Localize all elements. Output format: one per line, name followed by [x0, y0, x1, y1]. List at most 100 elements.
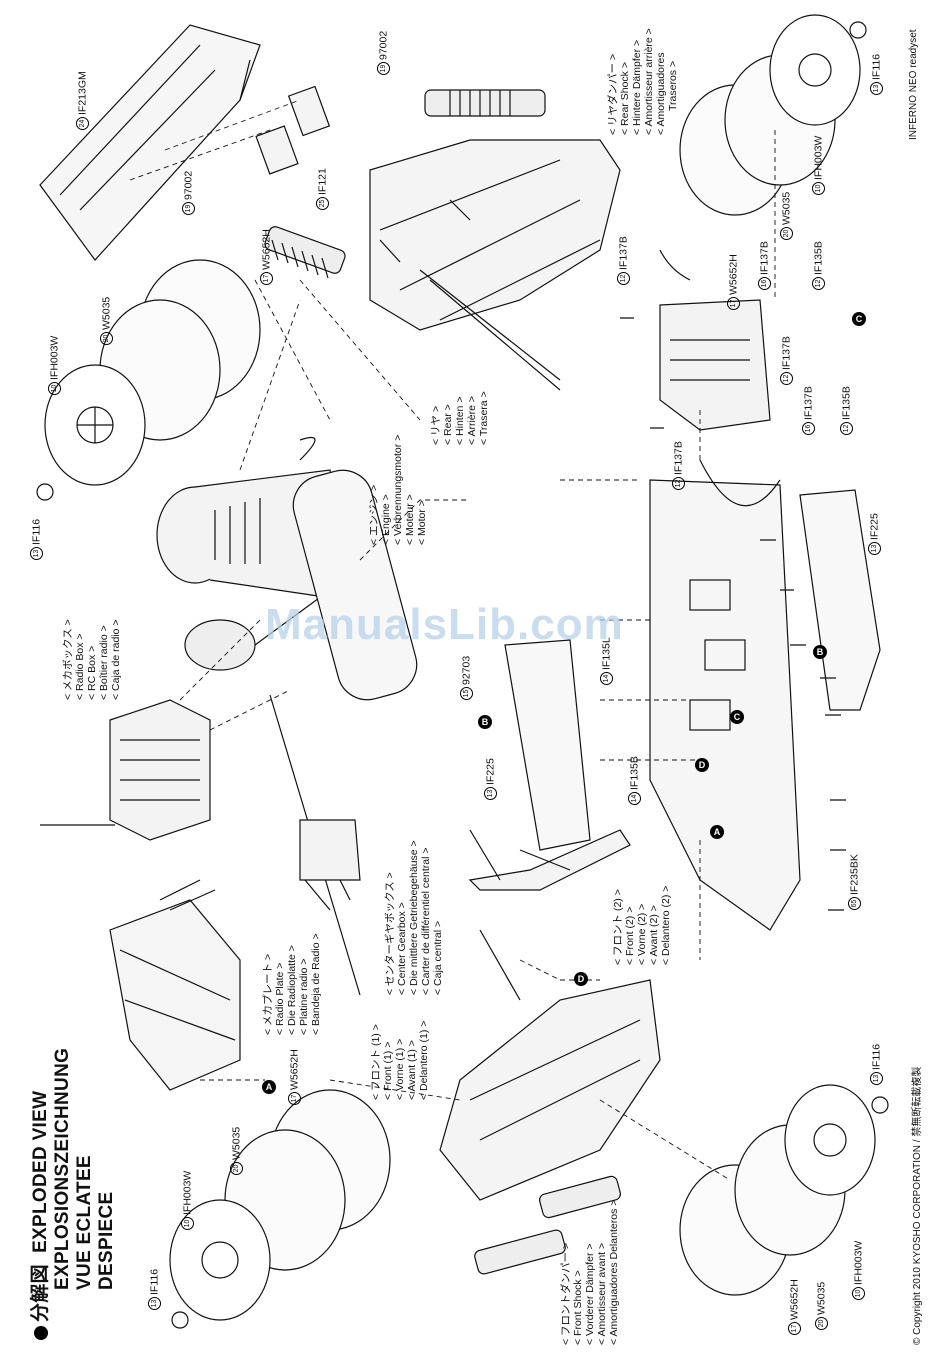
part-number: 10: [812, 182, 825, 195]
label-line: < Center Gearbox >: [396, 902, 408, 995]
part-callout: 10IFH003W: [852, 1241, 865, 1300]
part-callout: 12IF137B: [672, 441, 685, 490]
label-line: < Radio Plate >: [274, 962, 286, 1035]
part-code: IF213GM: [76, 71, 89, 115]
screws: [620, 317, 846, 911]
label-line: < Die mittlere Getriebegehäuse >: [408, 840, 420, 995]
connector-letter: B: [813, 645, 827, 659]
label-line: < Avant (1) >: [406, 1040, 418, 1100]
label-line: < Engine >: [380, 494, 392, 545]
label-line: < Verbrennungsmotor >: [392, 434, 404, 545]
part-code: IF116: [148, 1268, 161, 1295]
title-bullet-icon: [33, 1326, 48, 1340]
part-code: W5035: [780, 191, 793, 225]
label-line: < Rear >: [442, 404, 454, 445]
part-code: IF235BK: [848, 854, 861, 895]
part-code: IF137B: [672, 441, 685, 475]
center-gearbox: [269, 694, 361, 996]
label-line: < Arrière >: [466, 395, 478, 445]
label-line: < Front Shock >: [572, 1270, 584, 1345]
part-code: IFH003W: [812, 135, 825, 180]
part-code: IF137B: [617, 236, 630, 270]
part-code: IF137B: [780, 336, 793, 370]
side-guard-right: [799, 489, 881, 711]
part-callout: 25IF121: [316, 168, 329, 210]
part-code: IF135B: [812, 241, 825, 275]
label-line: < Amortiguadores: [655, 52, 667, 135]
label-line: < Front (2) >: [624, 906, 636, 965]
part-callout: 24IF213GM: [76, 71, 89, 130]
part-code: W5652H: [288, 1049, 301, 1090]
label-line: < Platine radio >: [298, 958, 310, 1035]
label-line: < Caja de radio >: [110, 619, 122, 700]
connector-letter: D: [695, 758, 709, 772]
copyright: © Copyright 2010 KYOSHO CORPORATION / 禁無…: [912, 1066, 923, 1345]
label-line: < センターギヤボックス >: [384, 872, 396, 995]
label-front-shock: < フロントダンパー > < Front Shock > < Vorderer …: [560, 1200, 620, 1345]
part-number: 13: [870, 82, 883, 95]
label-line: < Vorne (2) >: [636, 903, 648, 965]
part-callout: 1997002: [182, 171, 195, 215]
part-number: 13: [484, 787, 497, 800]
title-de: EXPLOSIONSZEICHNUNG: [52, 1047, 73, 1290]
radio-box: [40, 699, 211, 841]
label-front-2: < フロント (2) > < Front (2) > < Vorne (2) >…: [612, 886, 672, 965]
engine: [156, 436, 418, 701]
label-rear: < リヤ > < Rear > < Hinten > < Arrière > <…: [430, 391, 490, 445]
part-callout: 13IF225: [868, 513, 881, 555]
part-callout: 1592703: [460, 656, 473, 700]
part-callout: 13 IF116: [148, 1269, 161, 1310]
part-number: 20: [780, 227, 793, 240]
tire-rear-left: [36, 259, 261, 501]
part-code: W5035: [100, 296, 113, 330]
part-callout: 17W5652H: [260, 229, 273, 285]
part-callout: 20W5035: [230, 1127, 243, 1175]
page-title: 分解図 EXPLODED VIEW EXPLOSIONSZEICHNUNG VU…: [30, 1048, 118, 1340]
part-number: 16: [802, 422, 815, 435]
label-line: < Moteur >: [404, 494, 416, 545]
part-number: 13: [148, 1297, 161, 1310]
label-line: < Boîtier radio >: [98, 625, 110, 700]
part-number: 16: [758, 277, 771, 290]
label-line: < Hintere Dämpfer >: [631, 39, 643, 135]
part-callout: 20W5035: [815, 1282, 828, 1330]
part-code: IF137B: [802, 386, 815, 420]
side-guard-left: [504, 639, 591, 851]
label-radio-box: < メカボックス > < Radio Box > < RC Box > < Bo…: [62, 619, 122, 700]
part-number: 65: [848, 897, 861, 910]
rear-wing: [39, 24, 261, 261]
label-line: < Motor >: [416, 500, 428, 545]
front-suspension-lower: [439, 979, 661, 1201]
watermark: ManualsLib.com: [265, 600, 624, 649]
label-line: < Carter de différentiel central >: [420, 847, 432, 995]
rear-shock-right: [424, 89, 546, 117]
part-code: W5035: [230, 1126, 243, 1160]
rear-suspension: [369, 139, 621, 391]
part-number: 15: [460, 687, 473, 700]
part-callout: 10IFH003W: [48, 336, 61, 395]
part-number: 17: [260, 272, 273, 285]
part-code: IF137B: [758, 241, 771, 275]
title-jp-line: 分解図 EXPLODED VIEW: [30, 1048, 52, 1340]
label-line: < メカプレート >: [262, 953, 274, 1035]
part-callout: 20 W5035: [780, 192, 793, 240]
part-number: 12: [812, 277, 825, 290]
wing-mount: [255, 85, 331, 175]
part-number: 14: [628, 792, 641, 805]
label-line: < Caja central >: [432, 920, 444, 995]
front-shock: [474, 1175, 621, 1275]
connector-letter: C: [852, 312, 866, 326]
part-number: 10: [852, 1287, 865, 1300]
label-line: < Radio Box >: [74, 633, 86, 700]
connector-letter: A: [710, 825, 724, 839]
part-number: 25: [316, 197, 329, 210]
part-code: IF135B: [628, 756, 641, 790]
label-rear-shock: < リヤダンパー > < Rear Shock > < Hintere Dämp…: [607, 28, 679, 135]
part-callout: 14 IF135B: [628, 756, 641, 805]
label-line: < Amortiguadores Delanteros >: [608, 1199, 620, 1345]
rear-shock-left: [264, 226, 346, 279]
part-callout: 16 IF137B: [802, 386, 815, 435]
part-number: 20: [100, 332, 113, 345]
connector-letter: A: [262, 1080, 276, 1094]
label-line: < Amortisseur arrière >: [643, 28, 655, 135]
